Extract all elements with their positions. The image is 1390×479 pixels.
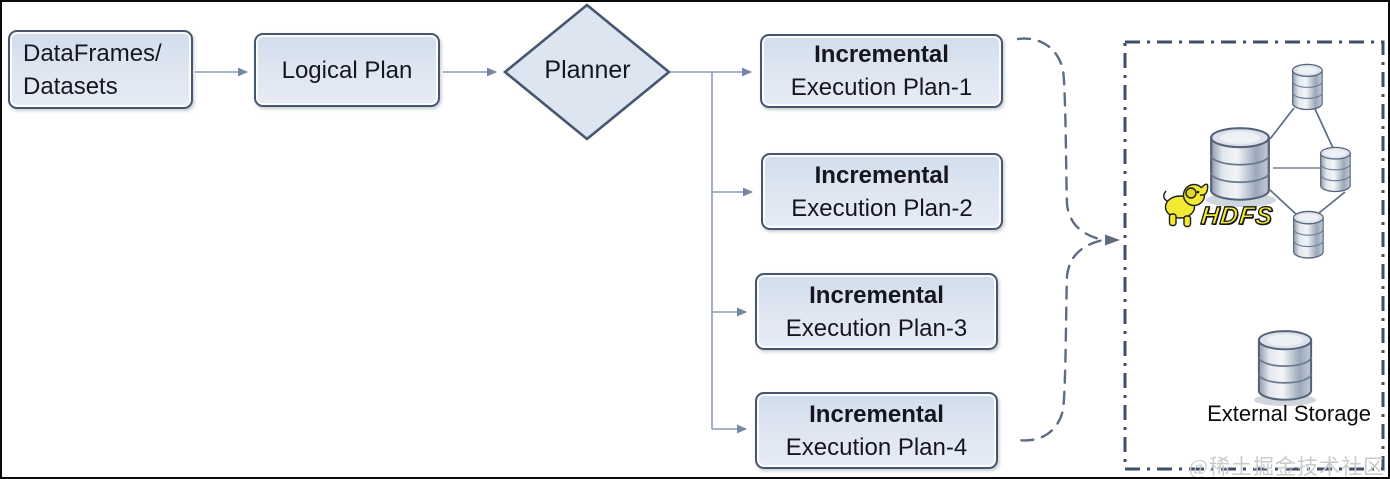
hdfs-main-database-icon xyxy=(1210,127,1270,201)
plan3-title: Incremental xyxy=(809,281,944,309)
dataframes-label-line1: DataFrames/ xyxy=(23,39,162,67)
plan1-subtitle: Execution Plan-1 xyxy=(790,74,973,101)
node-incremental-plan-1: Incremental Execution Plan-1 xyxy=(760,34,1003,108)
plan4-title: Incremental xyxy=(809,400,944,428)
hdfs-node-bottom-icon xyxy=(1292,210,1324,259)
node-incremental-plan-3: Incremental Execution Plan-3 xyxy=(755,273,998,350)
hdfs-node-top-icon xyxy=(1291,63,1323,111)
plan4-subtitle: Execution Plan-4 xyxy=(785,433,968,461)
external-storage-database-icon xyxy=(1257,330,1313,401)
plan3-subtitle: Execution Plan-3 xyxy=(785,314,968,342)
node-incremental-plan-2: Incremental Execution Plan-2 xyxy=(761,153,1003,230)
plan2-title: Incremental xyxy=(814,161,950,189)
brace-arrowhead-icon xyxy=(1105,234,1120,246)
dataframes-label-line2: Datasets xyxy=(23,72,118,100)
node-incremental-plan-4: Incremental Execution Plan-4 xyxy=(755,392,998,469)
grouping-brace xyxy=(1016,37,1104,442)
watermark-text: @稀土掘金技术社区 xyxy=(1188,455,1385,479)
hdfs-node-right-icon xyxy=(1320,146,1351,193)
logical-plan-label: Logical Plan xyxy=(281,56,413,84)
hdfs-logo-label: HDFS xyxy=(1199,201,1275,230)
plan1-title: Incremental xyxy=(814,41,949,68)
flow-connectors xyxy=(195,67,753,434)
planner-label: Planner xyxy=(544,56,631,84)
node-dataframes-datasets: DataFrames/ Datasets xyxy=(8,30,193,109)
plan2-subtitle: Execution Plan-2 xyxy=(791,194,973,222)
external-storage-label: External Storage xyxy=(1207,401,1371,426)
cluster-network-lines xyxy=(1269,107,1346,216)
node-logical-plan: Logical Plan xyxy=(254,33,440,107)
